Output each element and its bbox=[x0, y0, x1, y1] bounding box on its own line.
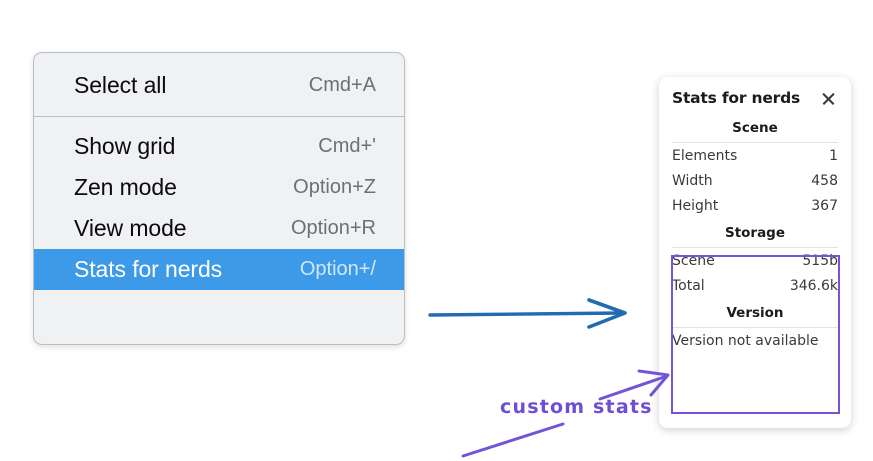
menu-item-shortcut: Option+/ bbox=[299, 258, 376, 280]
menu-item-show-grid[interactable]: Show grid Cmd+' bbox=[34, 126, 404, 167]
divider bbox=[672, 327, 838, 328]
menu-item-label: Show grid bbox=[74, 133, 176, 159]
menu-item-select-all[interactable]: Select all Cmd+A bbox=[34, 65, 404, 106]
menu-item-label: Zen mode bbox=[74, 174, 177, 200]
menu-item-label: Stats for nerds bbox=[74, 256, 223, 282]
menu-group-2: Show grid Cmd+' Zen mode Option+Z View m… bbox=[34, 117, 404, 302]
divider bbox=[672, 142, 838, 143]
stat-row-width: Width 458 bbox=[672, 168, 838, 193]
blue-arrow bbox=[428, 298, 627, 329]
panel-header: Stats for nerds bbox=[672, 77, 838, 113]
stat-label: Elements bbox=[672, 147, 738, 164]
menu-item-shortcut: Cmd+A bbox=[308, 74, 376, 96]
stat-label: Scene bbox=[672, 252, 715, 269]
menu-separator bbox=[34, 116, 404, 117]
menu-item-view-mode[interactable]: View mode Option+R bbox=[34, 208, 404, 249]
stat-row-storage-scene: Scene 515b bbox=[672, 248, 838, 273]
close-icon[interactable] bbox=[820, 90, 837, 107]
stat-row-storage-total: Total 346.6k bbox=[672, 273, 838, 298]
stat-label: Width bbox=[672, 172, 713, 189]
purple-arrow bbox=[598, 369, 670, 401]
stat-value: 1 bbox=[829, 147, 838, 164]
stat-label: Height bbox=[672, 197, 719, 214]
divider bbox=[672, 247, 838, 248]
stats-for-nerds-panel: Stats for nerds Scene Elements 1 Width 4… bbox=[659, 77, 851, 428]
menu-item-zen-mode[interactable]: Zen mode Option+Z bbox=[34, 167, 404, 208]
stat-row-version: Version not available bbox=[672, 328, 838, 353]
section-heading-version: Version bbox=[726, 305, 784, 321]
section-heading-scene: Scene bbox=[732, 120, 778, 136]
stat-label: Version not available bbox=[672, 332, 819, 349]
purple-underline-stroke bbox=[461, 422, 565, 458]
stat-value: 367 bbox=[811, 197, 838, 214]
panel-title: Stats for nerds bbox=[672, 89, 801, 107]
menu-item-label: View mode bbox=[74, 215, 187, 241]
menu-item-shortcut: Option+R bbox=[290, 217, 376, 239]
menu-item-stats-for-nerds[interactable]: Stats for nerds Option+/ bbox=[34, 249, 404, 290]
context-menu[interactable]: Select all Cmd+A Show grid Cmd+' Zen mod… bbox=[33, 52, 405, 345]
stat-value: 346.6k bbox=[789, 277, 838, 294]
menu-item-shortcut: Cmd+' bbox=[318, 135, 376, 157]
stat-row-elements: Elements 1 bbox=[672, 143, 838, 168]
stat-value: 458 bbox=[811, 172, 838, 189]
menu-item-shortcut: Option+Z bbox=[293, 176, 376, 198]
stat-row-height: Height 367 bbox=[672, 193, 838, 218]
stat-value: 515b bbox=[802, 252, 838, 269]
menu-item-label: Select all bbox=[74, 72, 167, 98]
handwritten-annotation-label: custom stats bbox=[500, 396, 653, 418]
menu-group-1: Select all Cmd+A bbox=[34, 53, 404, 116]
stat-label: Total bbox=[672, 277, 705, 294]
section-heading-storage: Storage bbox=[724, 225, 786, 241]
